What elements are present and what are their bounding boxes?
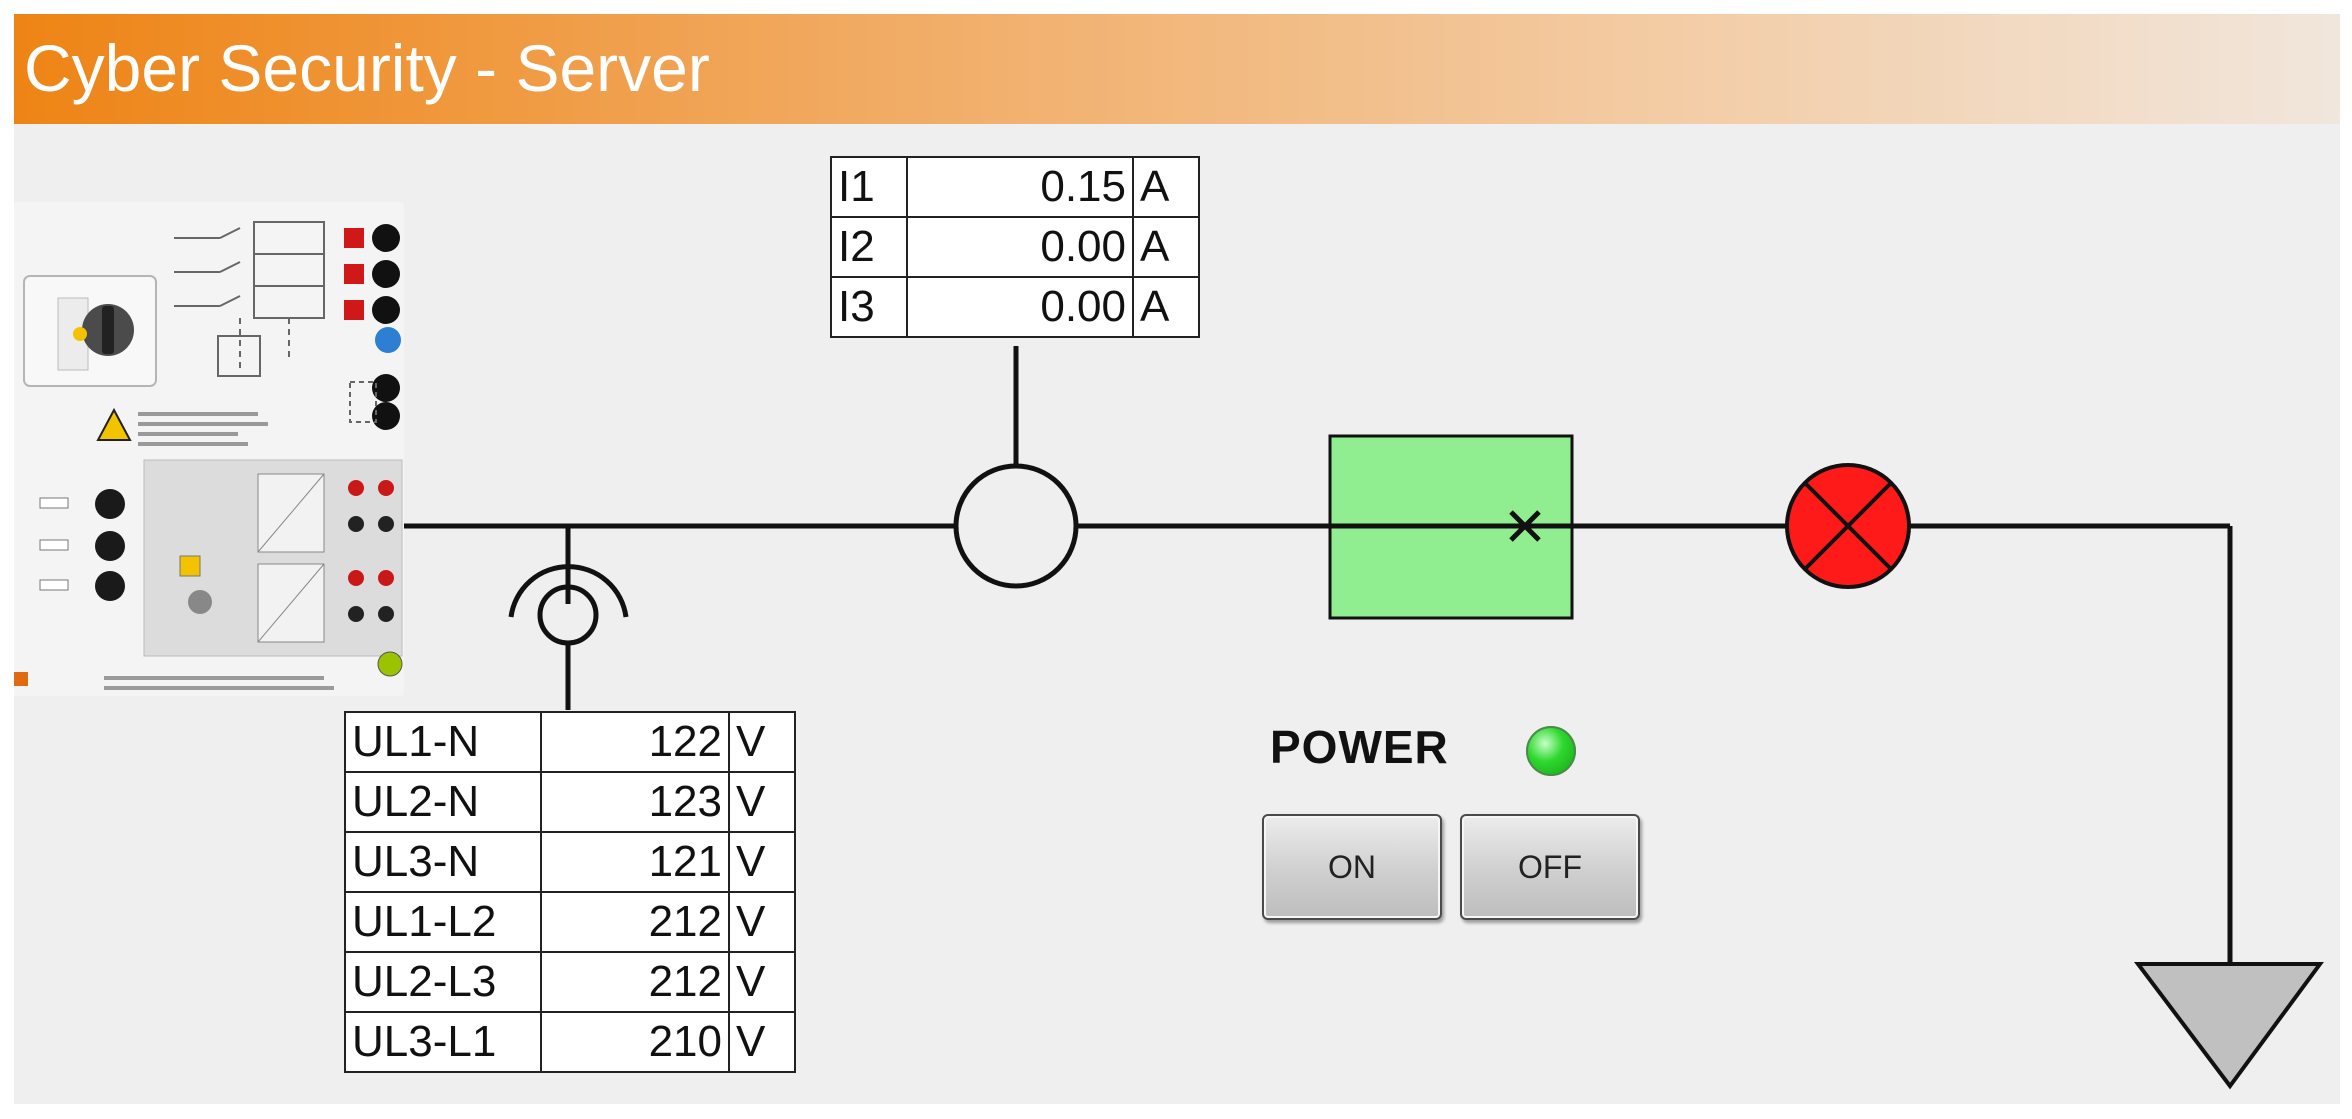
voltage-label: UL3-L1 bbox=[344, 1011, 542, 1073]
subpanel-knob bbox=[188, 590, 212, 614]
voltage-label: UL1-L2 bbox=[344, 891, 542, 953]
voltage-transformer-arc bbox=[508, 564, 629, 618]
subpanel-black-2 bbox=[348, 606, 364, 622]
table-row: UL2-L3 212 V bbox=[344, 951, 796, 1013]
table-row: I3 0.00 A bbox=[830, 276, 1200, 338]
terminal-red-2 bbox=[344, 264, 364, 284]
power-indicator-led bbox=[1526, 726, 1576, 776]
current-meter-table: I1 0.15 A I2 0.00 A I3 0.00 A bbox=[830, 156, 1200, 338]
current-label: I3 bbox=[830, 276, 908, 338]
subpanel-red-2 bbox=[348, 570, 364, 586]
voltage-unit: V bbox=[728, 711, 796, 773]
voltage-unit: V bbox=[728, 1011, 796, 1073]
terminal-black-1 bbox=[372, 224, 400, 252]
table-row: I1 0.15 A bbox=[830, 156, 1200, 218]
fuse-row bbox=[39, 489, 125, 601]
main-switch-indicator bbox=[73, 327, 87, 341]
table-row: UL3-N 121 V bbox=[344, 831, 796, 893]
voltage-unit: V bbox=[728, 771, 796, 833]
terminal-black-4 bbox=[372, 374, 400, 402]
voltage-unit: V bbox=[728, 891, 796, 953]
voltage-value: 122 bbox=[540, 711, 730, 773]
terminal-red-1 bbox=[344, 228, 364, 248]
power-off-button[interactable]: OFF bbox=[1460, 814, 1640, 920]
equipment-module-image bbox=[14, 202, 404, 696]
terminal-black-2 bbox=[372, 260, 400, 288]
title-bar: Cyber Security - Server bbox=[14, 14, 2340, 124]
subpanel-black-1 bbox=[348, 516, 364, 532]
voltage-value: 123 bbox=[540, 771, 730, 833]
ground-terminal bbox=[377, 651, 403, 677]
current-unit: A bbox=[1132, 276, 1200, 338]
voltage-value: 121 bbox=[540, 831, 730, 893]
table-row: UL3-L1 210 V bbox=[344, 1011, 796, 1073]
voltage-value: 212 bbox=[540, 951, 730, 1013]
terminal-black-3 bbox=[372, 296, 400, 324]
warning-icon bbox=[96, 407, 132, 441]
table-row: UL1-N 122 V bbox=[344, 711, 796, 773]
voltage-label: UL1-N bbox=[344, 711, 542, 773]
terminal-blue bbox=[375, 327, 401, 353]
single-line-diagram bbox=[404, 346, 2324, 1090]
voltage-meter-table: UL1-N 122 V UL2-N 123 V UL3-N 121 V UL1-… bbox=[344, 711, 796, 1073]
power-on-button[interactable]: ON bbox=[1262, 814, 1442, 920]
hmi-panel: Cyber Security - Server bbox=[14, 14, 2340, 1104]
terminal-black-5 bbox=[372, 402, 400, 430]
power-label: POWER bbox=[1270, 721, 1449, 773]
table-row: UL1-L2 212 V bbox=[344, 891, 796, 953]
breaker-cross-icon bbox=[1509, 510, 1541, 542]
voltage-unit: V bbox=[728, 951, 796, 1013]
module-schematic-symbols bbox=[174, 221, 325, 377]
current-unit: A bbox=[1132, 216, 1200, 278]
page-title: Cyber Security - Server bbox=[24, 31, 710, 105]
voltage-value: 212 bbox=[540, 891, 730, 953]
current-value: 0.00 bbox=[906, 276, 1134, 338]
ground-load-icon bbox=[2133, 962, 2324, 1090]
terminal-red-3 bbox=[344, 300, 364, 320]
voltage-label: UL3-N bbox=[344, 831, 542, 893]
voltage-label: UL2-L3 bbox=[344, 951, 542, 1013]
table-row: I2 0.00 A bbox=[830, 216, 1200, 278]
voltage-value: 210 bbox=[540, 1011, 730, 1073]
current-label: I1 bbox=[830, 156, 908, 218]
main-switch-handle bbox=[102, 306, 114, 354]
current-value: 0.00 bbox=[906, 216, 1134, 278]
lamp-cross bbox=[1803, 481, 1893, 571]
subpanel-yellow-terminal bbox=[179, 555, 201, 577]
equipment-module-drawing bbox=[14, 221, 403, 690]
current-label: I2 bbox=[830, 216, 908, 278]
brand-mark bbox=[14, 672, 28, 686]
current-unit: A bbox=[1132, 156, 1200, 218]
current-value: 0.15 bbox=[906, 156, 1134, 218]
current-transformer-icon bbox=[953, 463, 1079, 589]
voltage-unit: V bbox=[728, 831, 796, 893]
module-fine-print bbox=[138, 412, 268, 446]
table-row: UL2-N 123 V bbox=[344, 771, 796, 833]
voltage-label: UL2-N bbox=[344, 771, 542, 833]
subpanel-red-1 bbox=[348, 480, 364, 496]
